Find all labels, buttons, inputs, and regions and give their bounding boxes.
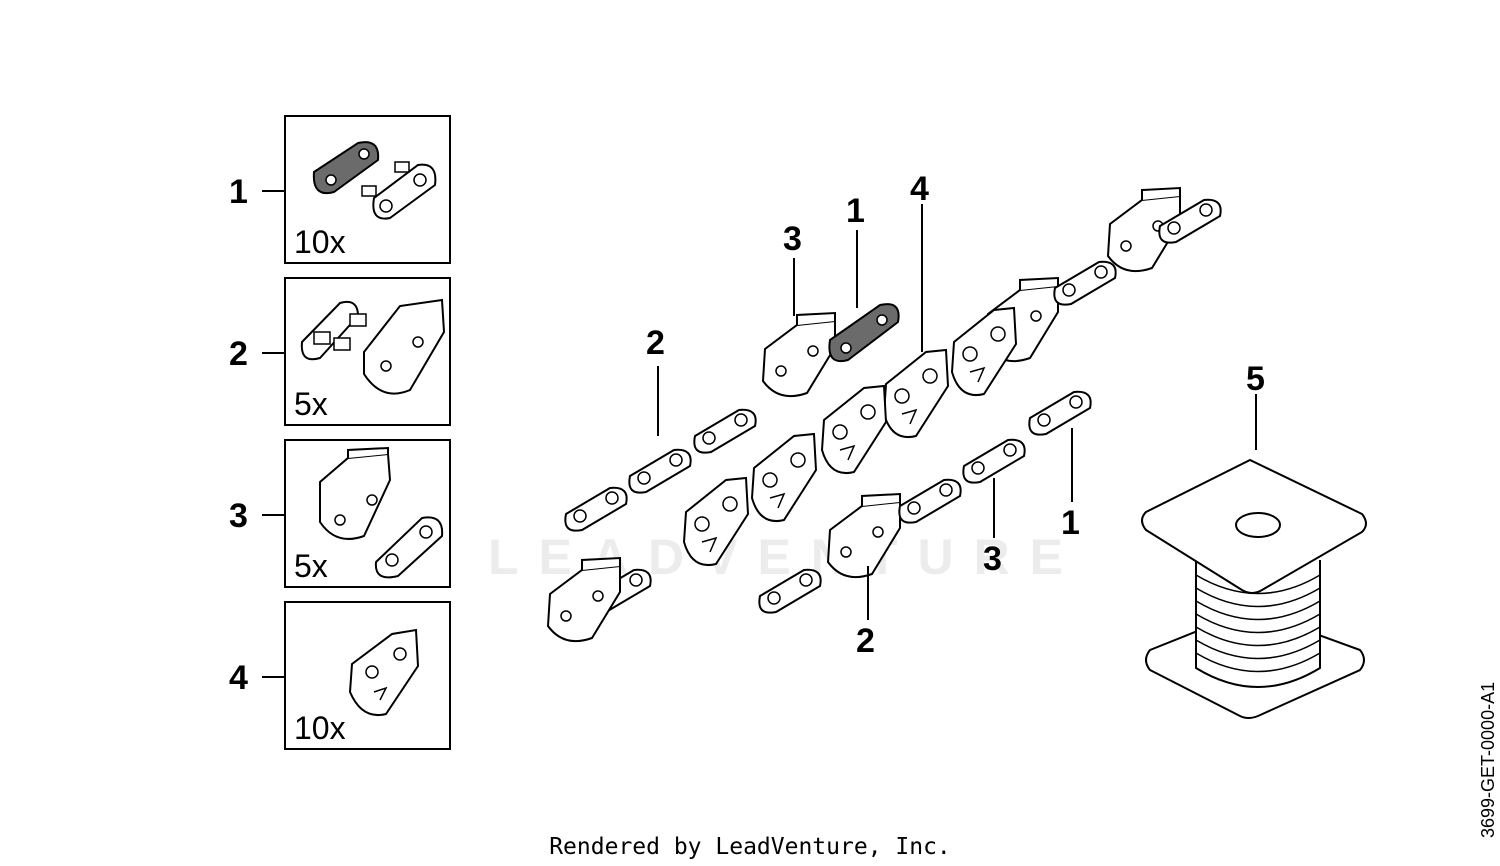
callout-upper-cutter: 3 bbox=[783, 220, 802, 258]
credit-text: Rendered by LeadVenture, Inc. bbox=[549, 834, 951, 860]
diagram-code: 3699-GET-0000-A1 bbox=[1478, 681, 1498, 838]
tie-strap-kit-illustration bbox=[300, 298, 446, 395]
legend-leader-1 bbox=[262, 190, 284, 192]
legend-number-4: 4 bbox=[229, 659, 248, 697]
chain-reel bbox=[1141, 458, 1367, 719]
legend-quantity-4: 10x bbox=[294, 710, 346, 746]
legend-quantity-3: 5x bbox=[294, 548, 328, 584]
callout-lower-tie-link: 1 bbox=[1061, 504, 1080, 542]
legend-leader-2 bbox=[262, 352, 284, 354]
legend-number-1: 1 bbox=[229, 173, 248, 211]
legend-leader-3 bbox=[262, 514, 284, 516]
legend-box-2[interactable]: 5x bbox=[284, 277, 451, 426]
callout-lower-tie-strap: 2 bbox=[856, 622, 875, 660]
callout-reel: 5 bbox=[1246, 360, 1265, 398]
callout-upper-preset-link: 1 bbox=[846, 192, 865, 230]
callout-upper-drive-link: 4 bbox=[910, 170, 929, 208]
legend-quantity-1: 10x bbox=[294, 224, 346, 260]
preset-link-kit-illustration bbox=[312, 141, 437, 220]
legend-leader-4 bbox=[262, 676, 284, 678]
callout-lower-cutter: 3 bbox=[983, 540, 1002, 578]
cutter-kit-illustration bbox=[319, 446, 444, 579]
legend-box-4[interactable]: 10x bbox=[284, 601, 451, 750]
lower-chain-strand bbox=[758, 390, 1092, 614]
upper-chain-strand bbox=[547, 187, 1222, 643]
legend-number-3: 3 bbox=[229, 497, 248, 535]
legend-box-1[interactable]: 10x bbox=[284, 115, 451, 264]
legend-quantity-2: 5x bbox=[294, 386, 328, 422]
drive-link-kit-illustration bbox=[348, 628, 420, 716]
callout-upper-tie-strap: 2 bbox=[646, 324, 665, 362]
legend-number-2: 2 bbox=[229, 335, 248, 373]
callout-leaders bbox=[657, 204, 1257, 620]
legend-box-3[interactable]: 5x bbox=[284, 439, 451, 588]
